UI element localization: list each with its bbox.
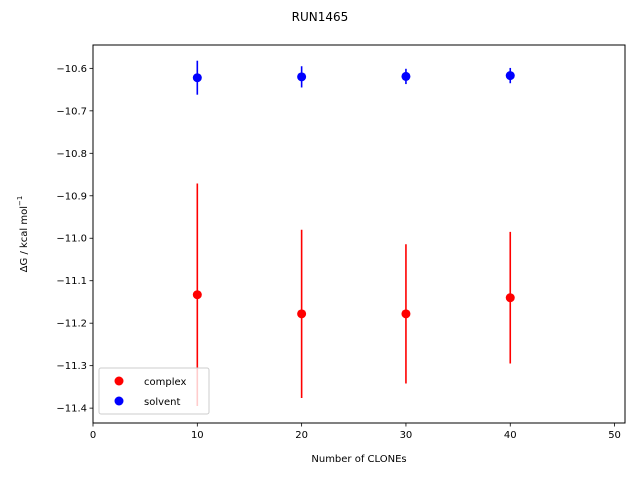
- complex-point: [297, 309, 307, 319]
- x-tick-label: 0: [90, 430, 96, 441]
- x-tick-label: 20: [295, 430, 308, 441]
- legend-marker-solvent: [114, 396, 124, 406]
- axes-frame: [92, 44, 626, 424]
- y-tick-label: −10.9: [56, 191, 87, 202]
- y-tick-label: −10.8: [56, 149, 87, 160]
- y-axis-label-exponent: −1: [16, 196, 24, 206]
- complex-point: [192, 290, 202, 300]
- y-axis-label: ΔG / kcal mol−1: [16, 196, 30, 273]
- y-tick-label: −11.2: [56, 319, 87, 330]
- series-solvent: [192, 60, 515, 95]
- y-axis-label-main: ΔG / kcal mol: [19, 206, 30, 272]
- solvent-point: [401, 71, 411, 81]
- legend-box: [98, 367, 210, 415]
- x-tick-label: 40: [504, 430, 517, 441]
- y-axis: −10.6 −10.7 −10.8 −10.9 −11.0 −11.1 −11.2 −11.3…: [56, 64, 93, 415]
- y-tick-label: −11.0: [56, 234, 87, 245]
- x-tick-label: 10: [191, 430, 204, 441]
- legend-marker-complex: [114, 376, 124, 386]
- legend-label-complex: complex: [144, 377, 186, 388]
- legend: complex solvent: [98, 367, 210, 415]
- y-tick-label: −11.3: [56, 361, 87, 372]
- legend-label-solvent: solvent: [144, 397, 181, 408]
- x-axis: 0 10 20 30 40 50: [90, 423, 621, 441]
- series-complex: [192, 183, 515, 407]
- y-tick-label: −10.6: [56, 64, 87, 75]
- complex-point: [401, 309, 411, 319]
- solvent-point: [297, 72, 307, 82]
- x-tick-label: 30: [400, 430, 413, 441]
- y-tick-label: −10.7: [56, 106, 87, 117]
- y-tick-label: −11.4: [56, 404, 87, 415]
- y-tick-label: −11.1: [56, 276, 87, 287]
- x-tick-label: 50: [608, 430, 621, 441]
- solvent-point: [192, 73, 202, 83]
- plot-area: [192, 60, 515, 407]
- x-axis-label: Number of CLONEs: [311, 454, 406, 465]
- solvent-point: [505, 71, 515, 81]
- chart-title: RUN1465: [292, 10, 349, 24]
- complex-point: [505, 293, 515, 303]
